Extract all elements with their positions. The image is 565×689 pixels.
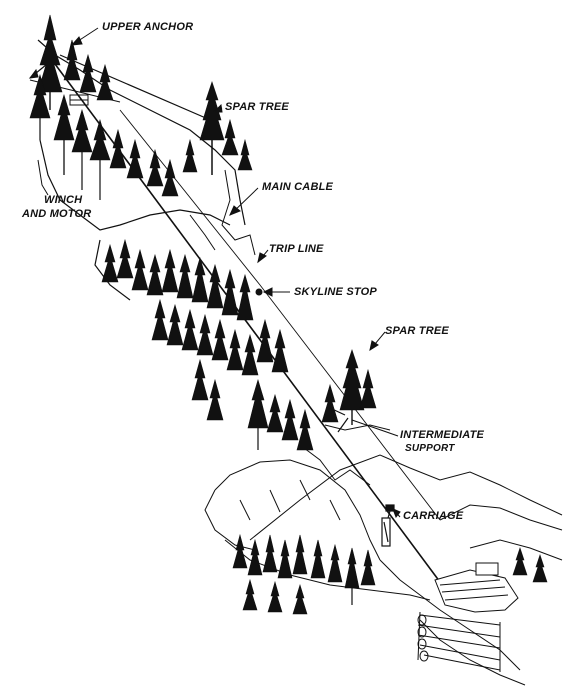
label-spar-tree-lower: SPAR TREE — [385, 325, 449, 337]
distant-mountains — [249, 454, 563, 561]
label-skyline-stop: SKYLINE STOP — [294, 286, 377, 298]
trip-line — [119, 109, 441, 521]
label-trip-line: TRIP LINE — [269, 243, 324, 255]
label-winch-line1: WINCH — [44, 194, 83, 206]
label-intermediate-line1: INTERMEDIATE — [400, 429, 485, 441]
main-cable — [29, 54, 441, 583]
cliffs — [189, 169, 391, 561]
label-spar-tree-top: SPAR TREE — [225, 101, 289, 113]
skyline-stop — [255, 288, 263, 296]
log-landing — [417, 562, 519, 672]
hillside-upper — [37, 39, 246, 301]
label-winch-line2: AND MOTOR — [22, 208, 92, 220]
label-intermediate-line2: SUPPORT — [405, 443, 455, 454]
winch-and-motor — [69, 94, 89, 106]
carriage — [381, 504, 395, 547]
label-carriage: CARRIAGE — [403, 510, 464, 522]
label-upper-anchor: UPPER ANCHOR — [102, 21, 194, 33]
intermediate-support — [329, 407, 349, 433]
label-main-cable: MAIN CABLE — [262, 181, 334, 193]
forest — [29, 14, 548, 615]
leader-lines — [37, 27, 401, 518]
